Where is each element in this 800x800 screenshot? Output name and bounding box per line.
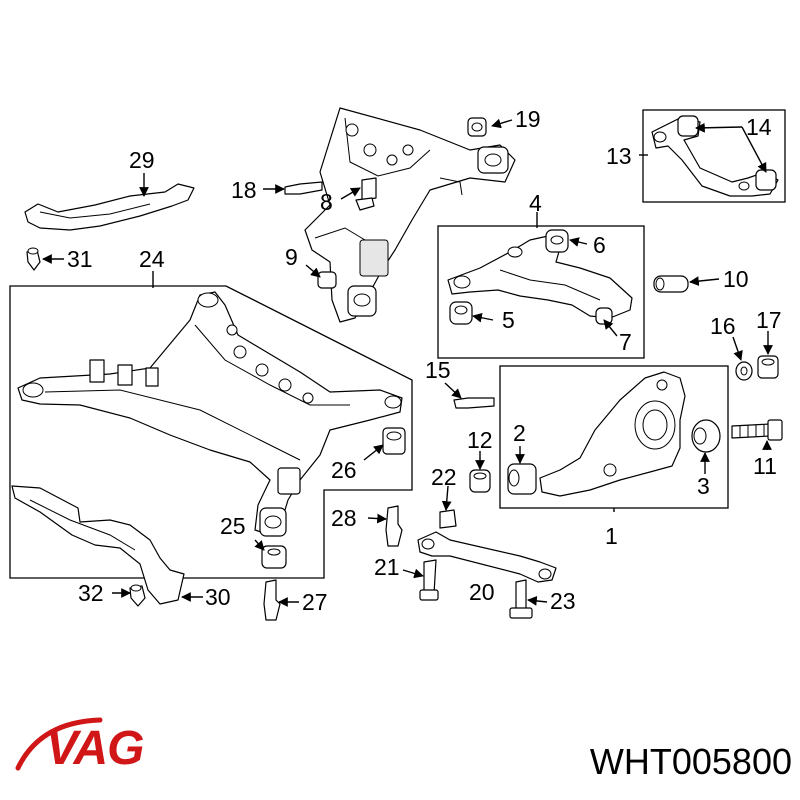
callout-27: 27 [302,589,328,615]
callout-22: 22 [431,464,457,490]
bolts-drawing [263,117,533,621]
callout-1: 1 [605,523,618,549]
callout-24: 24 [139,246,165,272]
logo-swoosh [15,717,103,771]
rear-subframe-drawing [17,291,406,569]
callout-4: 4 [529,190,542,216]
callout-17: 17 [756,307,782,333]
upper-crossmember-drawing [304,107,516,323]
callout-21: 21 [374,554,400,580]
callout-15: 15 [425,357,451,383]
callout-16: 16 [710,313,736,339]
callout-8: 8 [320,189,333,215]
lower-arm-group-frame [437,225,645,359]
upper-arm-group-frame [642,109,786,203]
callout-5: 5 [502,307,515,333]
callout-18: 18 [231,177,257,203]
callout-3: 3 [697,473,710,499]
part-number: WHT005800 [590,741,792,782]
callout-26: 26 [331,457,357,483]
callout-11: 11 [753,453,777,479]
callout-23: 23 [550,588,576,614]
heat-shield-upper-drawing [24,183,195,271]
callout-7: 7 [619,329,632,355]
callout-31: 31 [67,246,93,272]
callout-30: 30 [205,584,231,610]
callout-20: 20 [469,579,495,605]
callout-29: 29 [129,147,155,173]
leader-lines [42,118,773,607]
callout-32: 32 [78,580,104,606]
callout-13: 13 [606,143,632,169]
callout-2: 2 [513,420,526,446]
bushing-and-hardware-drawing [653,275,783,441]
heat-shield-lower-drawing [11,485,185,607]
callout-10: 10 [723,266,749,292]
callout-6: 6 [593,232,606,258]
callout-25: 25 [220,513,246,539]
lateral-link-drawing [417,531,557,583]
callout-14: 14 [746,114,772,140]
wheel-knuckle-drawing [469,371,721,497]
callout-12: 12 [467,427,493,453]
callout-9: 9 [285,244,298,270]
logo-text: VAG [46,722,143,775]
upper-control-arm-drawing [651,115,779,197]
callout-19: 19 [515,106,541,132]
vag-logo: VAG [15,717,144,775]
callout-28: 28 [331,505,357,531]
subframe-group-frame [9,285,413,579]
